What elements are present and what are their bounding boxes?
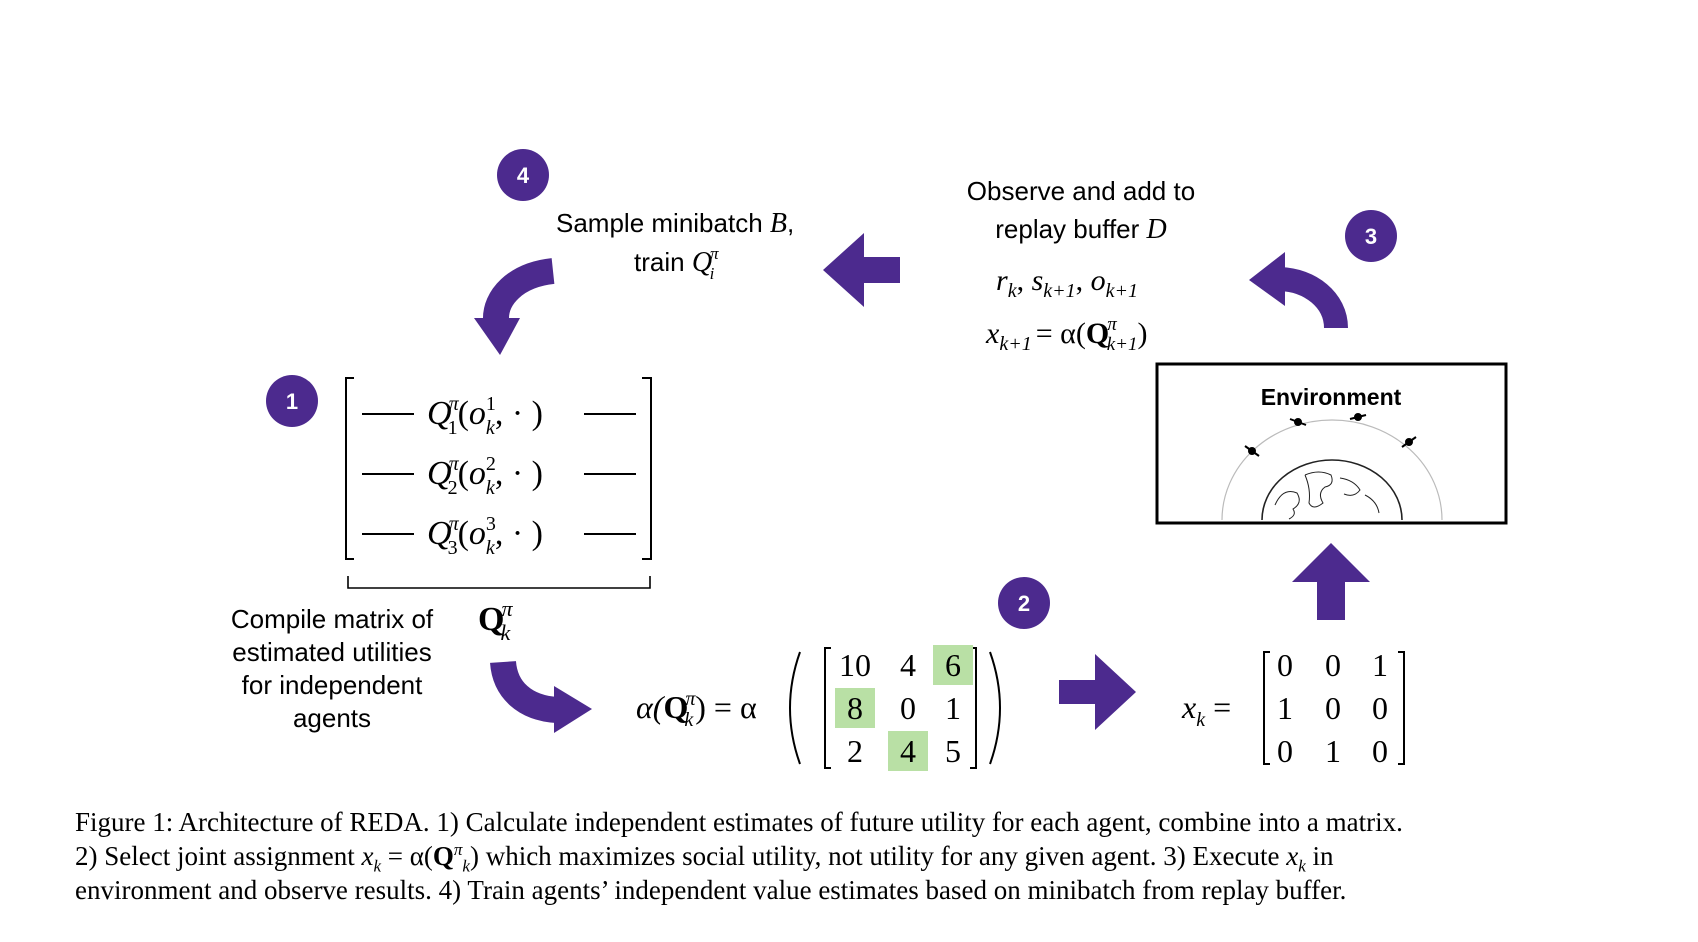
matrix-cell: 0 (1325, 647, 1341, 683)
matrix-cell: 1 (1372, 647, 1388, 683)
figure-caption: Figure 1: Architecture of REDA. 1) Calcu… (75, 805, 1625, 907)
matrix-cell: 0 (1277, 647, 1293, 683)
matrix-cell: 0 (1325, 690, 1341, 726)
step-1-badge: 1 (266, 375, 318, 427)
underbrace (347, 576, 651, 589)
caption-line-1: Figure 1: Architecture of REDA. 1) Calcu… (75, 807, 1403, 837)
highlight-cell (835, 688, 875, 728)
arrow-right-icon (1059, 654, 1136, 730)
matrix-cell: 8 (847, 690, 863, 726)
matrix-cell: 0 (1372, 733, 1388, 769)
svg-text:1: 1 (286, 389, 298, 414)
caption-line-2: 2) Select joint assignment xk = α(Qπk) w… (75, 840, 1334, 876)
svg-text:2: 2 (1018, 591, 1030, 616)
x-lhs: xk= (1181, 689, 1231, 731)
curved-arrow-right-icon (490, 660, 592, 733)
observe-label-line1: Observe and add to (967, 176, 1195, 206)
satellite-icon (1244, 413, 1417, 457)
matrix-cell: 1 (1325, 733, 1341, 769)
curved-arrow-down-icon (474, 258, 555, 355)
svg-text:for independent: for independent (242, 670, 423, 700)
earth-icon (1261, 459, 1403, 521)
svg-text:4: 4 (517, 163, 530, 188)
svg-text:3: 3 (1365, 224, 1377, 249)
arrow-left-icon (823, 233, 900, 307)
environment-label: Environment (1261, 384, 1402, 410)
step-2-badge: 2 (998, 577, 1050, 629)
observe-label-line2: replay buffer D (995, 214, 1167, 245)
environment-box: Environment (1155, 362, 1508, 525)
sample-minibatch-label: Sample minibatch B, (556, 208, 794, 239)
matrix-cell: 1 (945, 690, 961, 726)
caption-line-3: environment and observe results. 4) Trai… (75, 875, 1347, 905)
svg-text:Compile matrix of: Compile matrix of (231, 604, 434, 634)
svg-text:agents: agents (293, 703, 371, 733)
matrix-cell: 4 (900, 647, 916, 683)
matrix-cell: 0 (900, 690, 916, 726)
curved-arrow-left-icon (1249, 252, 1348, 330)
matrix-cell: 5 (945, 733, 961, 769)
compile-label: Compile matrix of estimated utilities fo… (231, 604, 434, 733)
reward-state-obs-equation: rk, sk+1, ok+1 (996, 264, 1138, 302)
matrix-cell: 6 (945, 647, 961, 683)
highlight-cell (888, 731, 928, 771)
highlight-cell (933, 645, 973, 685)
matrix-cell: 4 (900, 733, 916, 769)
matrix-cell: 1 (1277, 690, 1293, 726)
matrix-cell: 10 (839, 647, 871, 683)
arrow-up-icon (1292, 543, 1370, 620)
matrix-cell: 0 (1372, 690, 1388, 726)
matrix-cell: 0 (1277, 733, 1293, 769)
step-3-badge: 3 (1345, 210, 1397, 262)
step-4-badge: 4 (497, 149, 549, 201)
matrix-cell: 2 (847, 733, 863, 769)
svg-text:estimated utilities: estimated utilities (232, 637, 431, 667)
